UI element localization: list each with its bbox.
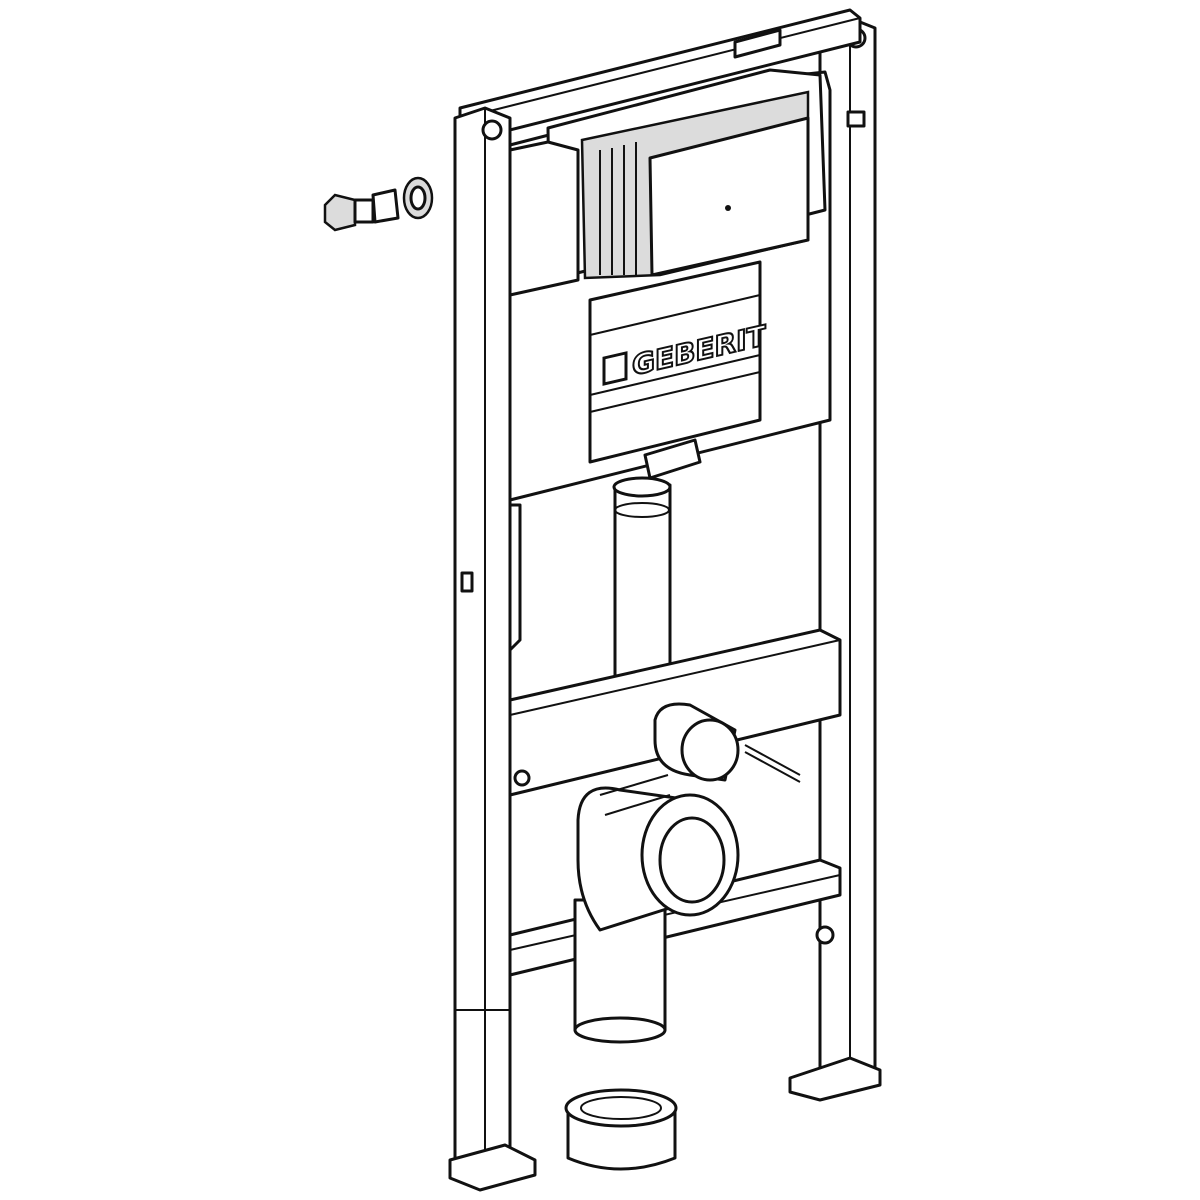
flush-pipe bbox=[612, 476, 672, 682]
waste-pipe bbox=[573, 774, 740, 1044]
cistern-ribs bbox=[599, 142, 637, 275]
left-frame-post bbox=[448, 106, 537, 1192]
supply-elbow bbox=[653, 702, 801, 783]
loose-fittings bbox=[323, 176, 434, 232]
right-frame-post bbox=[788, 16, 882, 1102]
cistern: GEBERIT bbox=[508, 68, 832, 502]
pipe-cap bbox=[564, 1088, 678, 1171]
